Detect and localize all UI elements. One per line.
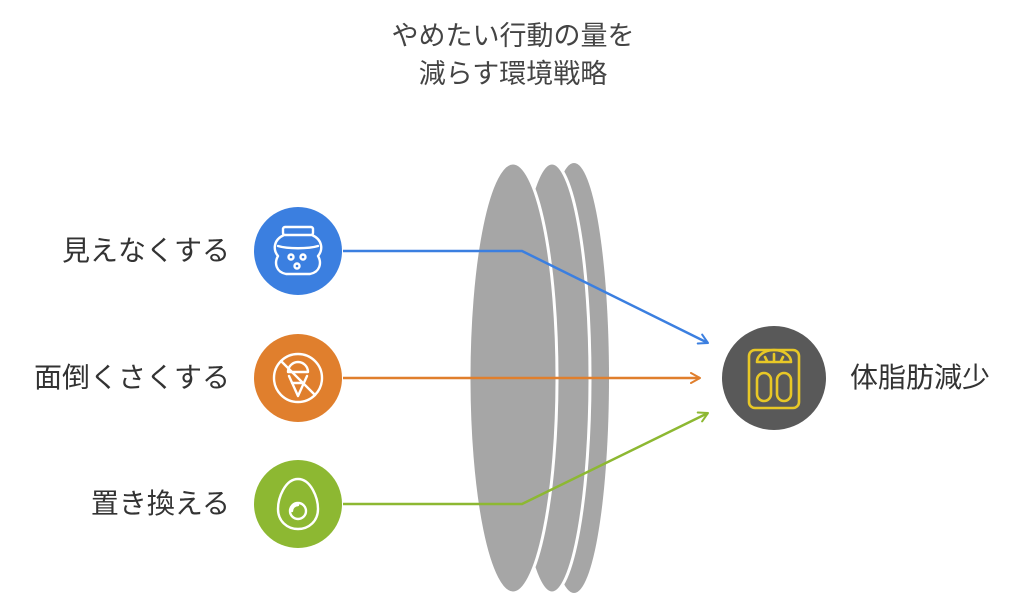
title-line-2: 減らす環境戦略 [418,59,608,90]
node-outcome-circle [722,326,826,430]
title-line-1: やめたい行動の量を [391,21,635,52]
node-hide-circle [254,207,342,295]
label-hide: 見えなくする [61,234,230,267]
scale-icon [747,348,801,410]
egg-icon [276,477,320,531]
label-replace: 置き換える [90,487,230,520]
connector-hide [343,249,709,345]
label-outcome: 体脂肪減少 [850,361,991,394]
diagram-title: やめたい行動の量を 減らす環境戦略 [0,18,1026,94]
no-ice-cream-icon [272,352,324,404]
node-hide [254,207,342,295]
connectors [343,249,709,506]
node-outcome [722,326,826,430]
node-hassle [254,334,342,422]
connector-replace [343,411,709,506]
jar-icon [273,225,323,276]
node-replace [254,460,342,548]
label-hassle: 面倒くさくする [33,361,230,394]
